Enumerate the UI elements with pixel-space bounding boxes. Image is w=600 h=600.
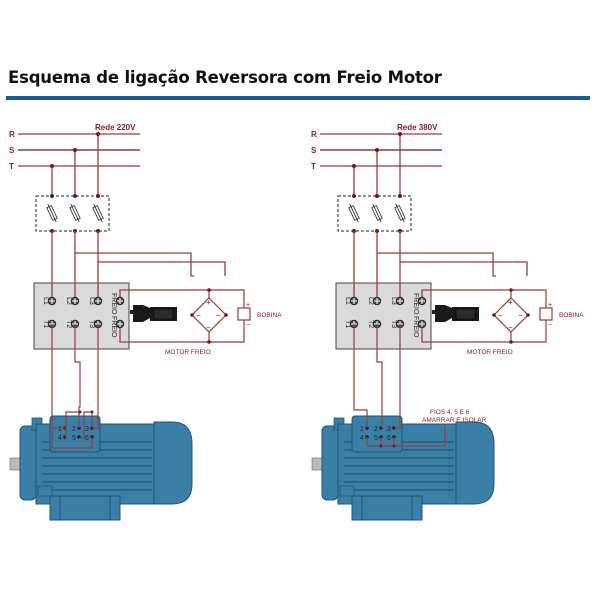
terminal-l3: L3 (88, 297, 95, 305)
contactor-box (335, 282, 432, 350)
svg-text:−: − (216, 311, 221, 320)
network-label: Rede 220V (95, 123, 136, 132)
terminal-l2: L2 (367, 297, 374, 305)
motor-wiring-220 (51, 324, 99, 449)
coil-bobina (237, 307, 251, 321)
diagram-220v: R S T Rede 220V (9, 123, 282, 521)
terminal-t1: T1 (344, 320, 351, 328)
fuse-box (35, 195, 110, 232)
phase-label-s: S (311, 146, 317, 155)
terminal-l3: L3 (390, 297, 397, 305)
svg-text:5: 5 (72, 435, 76, 442)
terminal-t3: T3 (88, 320, 95, 328)
coil-minus: − (246, 322, 250, 329)
svg-text:−: − (518, 311, 523, 320)
coil-plus: + (548, 302, 552, 309)
terminal-t1: T1 (42, 320, 49, 328)
svg-text:3: 3 (85, 426, 89, 433)
terminal-freio-top: FREIO (412, 293, 419, 315)
svg-text:2: 2 (72, 426, 76, 433)
coil-minus: − (548, 322, 552, 329)
coil-label: BOBINA (559, 312, 584, 319)
title-underline (6, 96, 590, 100)
svg-text:+: + (206, 298, 211, 307)
svg-text:−: − (196, 311, 201, 320)
phase-label-s: S (9, 146, 15, 155)
diagram-380v: R S T Rede 380V (311, 123, 584, 521)
terminal-l2: L2 (65, 297, 72, 305)
svg-text:6: 6 (85, 435, 89, 442)
motor-wiring-380 (353, 324, 446, 447)
page-title: Esquema de ligação Reversora com Freio M… (8, 68, 442, 87)
terminal-l1: L1 (42, 297, 49, 305)
brake-actuator (130, 305, 177, 322)
svg-text:2: 2 (374, 426, 378, 433)
network-label: Rede 380V (397, 123, 438, 132)
brake-label: MOTOR FREIO (165, 349, 211, 356)
phase-label-t: T (311, 162, 316, 171)
brake-label: MOTOR FREIO (467, 349, 513, 356)
svg-text:−: − (206, 323, 211, 332)
terminal-t3: T3 (390, 320, 397, 328)
svg-text:6: 6 (387, 435, 391, 442)
svg-text:−: − (508, 323, 513, 332)
terminal-t2: T2 (65, 320, 72, 328)
motor-380v: 1 2 3 4 5 6 (311, 415, 495, 521)
svg-text:1: 1 (360, 426, 364, 433)
contactor-box (33, 282, 130, 350)
phase-label-r: R (9, 130, 15, 139)
svg-text:1: 1 (58, 426, 62, 433)
terminal-t2: T2 (367, 320, 374, 328)
svg-text:3: 3 (387, 426, 391, 433)
phase-label-r: R (311, 130, 317, 139)
svg-text:4: 4 (360, 435, 364, 442)
terminal-l1: L1 (344, 297, 351, 305)
motor-220v: 1 2 3 4 5 6 (9, 415, 193, 521)
fuses (348, 203, 406, 223)
coil-bobina (539, 307, 553, 321)
terminal-freio-bottom: FREIO (412, 316, 419, 338)
svg-text:5: 5 (374, 435, 378, 442)
note-line-1: FIOS 4, 5 E 6 (430, 409, 470, 416)
svg-text:−: − (498, 311, 503, 320)
phase-label-t: T (9, 162, 14, 171)
coil-label: BOBINA (257, 312, 282, 319)
terminal-freio-top: FREIO (110, 293, 117, 315)
note-line-2: AMARRAR E ISOLAR (422, 417, 487, 424)
svg-text:+: + (508, 298, 513, 307)
fuses (46, 203, 104, 223)
coil-plus: + (246, 302, 250, 309)
brake-actuator (432, 305, 479, 322)
rectifier-bridge (493, 289, 547, 343)
svg-text:4: 4 (58, 435, 62, 442)
fuse-box (337, 195, 412, 232)
terminal-freio-bottom: FREIO (110, 316, 117, 338)
